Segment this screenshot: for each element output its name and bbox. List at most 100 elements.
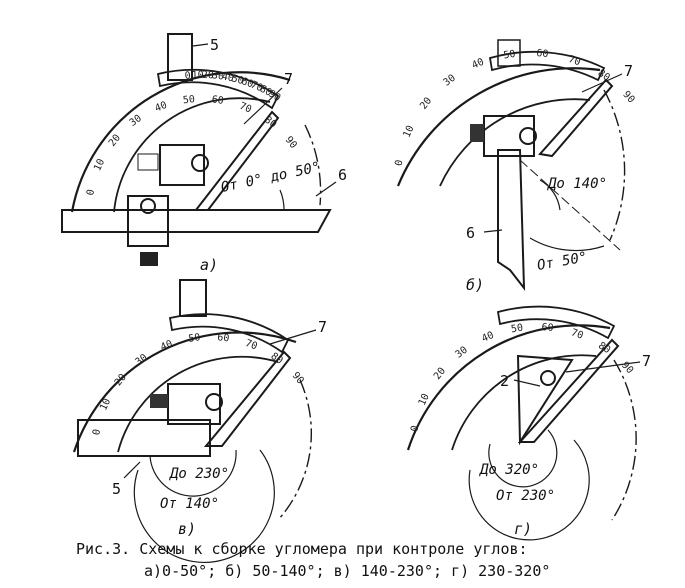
scale-label: 20 <box>418 96 434 112</box>
scale-label: 40 <box>153 100 168 115</box>
clamp-screw-b <box>470 124 484 142</box>
clamp-knob-d <box>540 370 556 386</box>
scale-label: 30 <box>211 70 224 82</box>
main-scale-outer-arc-c <box>72 331 297 453</box>
leader-7-a <box>243 87 283 125</box>
scale-label: 10 <box>98 397 113 413</box>
scale-label: 30 <box>454 345 470 361</box>
scale-label: 90 <box>290 370 306 386</box>
scale-label: 50 <box>510 323 524 336</box>
clamp-screw <box>137 153 159 171</box>
scale-label: 50 <box>503 49 517 62</box>
angle-arc-d <box>488 429 558 488</box>
caption-line-2: а)0-50°; б) 50-140°; в) 140-230°; г) 230… <box>144 562 551 580</box>
scale-label: 0 <box>184 70 191 82</box>
angle-arc-b2 <box>529 237 605 252</box>
range-text-d-from: От 230° <box>496 488 555 504</box>
clamp-screw-c <box>150 394 168 408</box>
caption-line-1: Рис.3. Схемы к сборке угломера при контр… <box>76 540 528 558</box>
leader-6-b <box>483 229 503 233</box>
vernier-sector-b <box>488 51 606 82</box>
scale-label: 40 <box>221 71 235 84</box>
main-scale-inner-arc-d <box>451 354 597 451</box>
vernier-sector-c <box>168 313 290 354</box>
part-label-7-d: 7 <box>642 352 651 370</box>
range-text-b-to: До 140° <box>547 176 607 192</box>
range-text-c-from: От 140° <box>160 496 219 512</box>
angle-arc-c <box>149 449 237 497</box>
scale-label: 10 <box>402 124 417 139</box>
scale-label: 30 <box>442 73 458 89</box>
scale-label: 30 <box>128 113 144 129</box>
bottom-clamp <box>127 195 169 247</box>
scale-label: 90 <box>266 88 282 104</box>
scale-label: 60 <box>240 76 255 90</box>
ruler-7-d <box>517 338 620 443</box>
range-text-a: От 0° до 50° <box>220 159 322 196</box>
panel-letter-c: в) <box>178 520 196 538</box>
clamp-knob-b <box>519 127 537 145</box>
main-scale-outer-arc-d <box>406 324 611 451</box>
scale-label: 10 <box>417 392 432 407</box>
leader-5-c <box>123 461 141 479</box>
part-label-2-d: 2 <box>500 372 509 390</box>
scale-label: 20 <box>107 133 123 149</box>
leader-2-d <box>513 379 541 387</box>
ruler-7-c <box>203 350 292 447</box>
bottom-clamp-knob <box>140 198 156 214</box>
scale-label: 40 <box>159 339 174 354</box>
range-arc-a <box>304 124 322 206</box>
scale-label: 50 <box>182 94 195 106</box>
vernier-sector <box>156 68 280 110</box>
clamp-knob-c <box>205 393 223 411</box>
clamp-knob <box>191 154 209 172</box>
range-arc-d <box>611 359 637 521</box>
scale-label: 70 <box>249 79 264 94</box>
wedge-2-d <box>516 354 574 446</box>
main-scale-outer-arc <box>70 71 291 213</box>
scale-label: 20 <box>202 70 214 81</box>
part-label-7-a: 7 <box>284 70 293 88</box>
range-text-c-to: До 230° <box>169 466 229 482</box>
scale-label: 60 <box>536 48 549 60</box>
scale-label: 0 <box>394 159 406 167</box>
scale-label: 70 <box>567 54 582 68</box>
part-label-5-c: 5 <box>112 480 121 498</box>
main-scale-inner-arc-c <box>117 355 279 453</box>
leader-5-a <box>192 43 209 47</box>
main-scale-inner-arc-b <box>439 98 591 187</box>
leader-7-d <box>565 361 641 373</box>
scale-label: 60 <box>541 322 554 334</box>
clamp-body-c <box>167 383 221 425</box>
base-ruler-6-b <box>497 149 526 292</box>
scale-label: 70 <box>570 327 585 341</box>
angle-arc-b <box>539 179 561 211</box>
scale-label: 0 <box>409 425 421 433</box>
scale-label: 90 <box>283 135 299 151</box>
angle-arc-c2 <box>133 449 275 563</box>
scale-label: 50 <box>230 73 244 87</box>
scale-label: 60 <box>211 94 224 107</box>
scale-label: 90 <box>619 360 635 376</box>
scale-label: 50 <box>188 332 201 345</box>
part-label-5-a: 5 <box>210 36 219 54</box>
vernier-sector-d <box>496 305 616 340</box>
panel-letter-a: а) <box>200 256 218 274</box>
part-label-7-b: 7 <box>624 62 633 80</box>
scale-label: 20 <box>432 366 448 382</box>
scale-label: 10 <box>92 157 107 173</box>
dash-line-b <box>519 159 621 251</box>
angle-arc-d2 <box>468 439 590 541</box>
scale-label: 40 <box>470 57 485 72</box>
leader-7-b <box>581 73 623 93</box>
leader-6-a <box>315 181 337 197</box>
base-ruler-5-c <box>77 419 211 457</box>
part-label-6-b: 6 <box>466 224 475 242</box>
scale-label: 70 <box>244 338 259 353</box>
